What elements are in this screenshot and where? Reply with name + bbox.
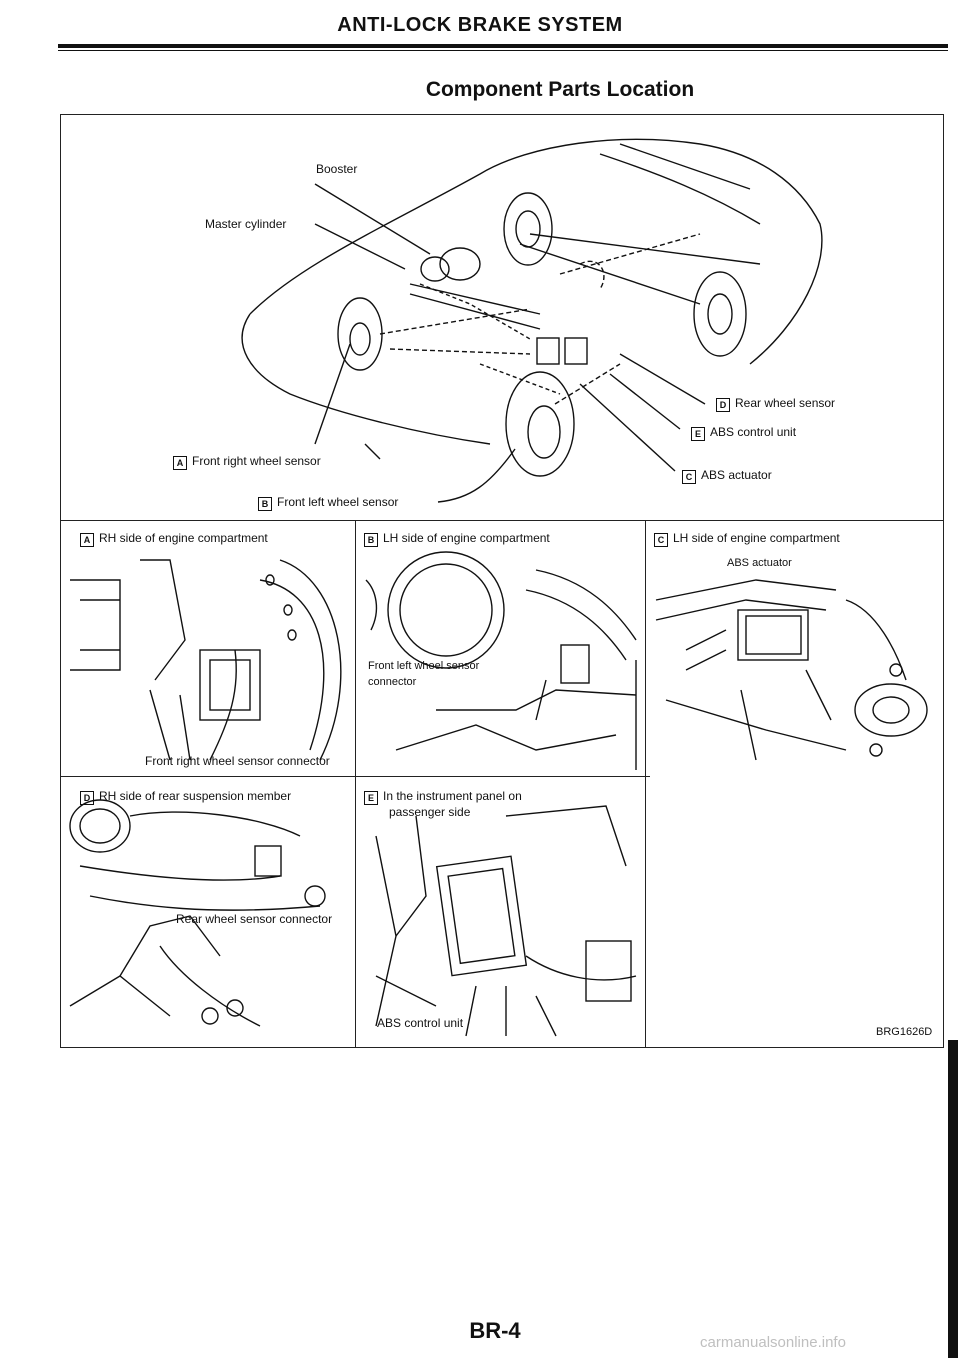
label-abs-actuator: C ABS actuator (682, 468, 772, 484)
label-text: ABS control unit (710, 425, 797, 439)
panel-a-illustration (70, 559, 342, 761)
header-rule-thin (58, 50, 948, 51)
panel-title-text: LH side of engine compartment (673, 531, 840, 545)
panel-title-text: In the instrument panel on (383, 789, 522, 803)
label-text: Front left wheel sensor (277, 495, 399, 509)
figure-divider-top (60, 520, 944, 521)
panel-b-illustration (365, 551, 637, 770)
panel-e-title-1: E In the instrument panel on (364, 789, 522, 805)
panel-title-text: RH side of rear suspension member (99, 789, 292, 803)
panel-a-callout: Front right wheel sensor connector (145, 754, 330, 768)
panel-e-title-2: passenger side (389, 805, 471, 819)
page-number: BR-4 (469, 1318, 521, 1343)
watermark: carmanualsonline.info (700, 1334, 846, 1351)
label-text: Rear wheel sensor (735, 396, 836, 410)
panel-title-text: RH side of engine compartment (99, 531, 268, 545)
panel-d-callout: Rear wheel sensor connector (176, 912, 333, 926)
figure-divider-right (645, 520, 646, 1048)
badge-b: B (258, 497, 272, 511)
badge-a: A (80, 533, 94, 547)
panel-a-title: A RH side of engine compartment (80, 531, 268, 547)
panel-c-title: C LH side of engine compartment (654, 531, 840, 547)
badge-c: C (682, 470, 696, 484)
panel-e-callout: ABS control unit (377, 1016, 464, 1030)
label-master-cylinder: Master cylinder (205, 217, 287, 231)
panel-e-illustration (375, 805, 637, 1037)
badge-e: E (691, 427, 705, 441)
vehicle-overview-illustration (241, 138, 823, 503)
label-front-left-wheel-sensor: B Front left wheel sensor (258, 495, 398, 511)
label-text: ABS actuator (701, 468, 772, 482)
label-abs-control-unit: E ABS control unit (691, 425, 796, 441)
badge-d: D (716, 398, 730, 412)
label-front-right-wheel-sensor: A Front right wheel sensor (173, 454, 321, 470)
label-booster: Booster (316, 162, 358, 176)
label-rear-wheel-sensor: D Rear wheel sensor (716, 396, 835, 412)
badge-a: A (173, 456, 187, 470)
figure-divider-left (355, 520, 356, 1048)
badge-b: B (364, 533, 378, 547)
panel-b-title: B LH side of engine compartment (364, 531, 550, 547)
figure-frame (60, 114, 944, 1048)
badge-c: C (654, 533, 668, 547)
panel-c-callout: ABS actuator (727, 557, 792, 569)
panel-b-callout-2: connector (368, 676, 417, 688)
scan-edge (948, 1040, 958, 1358)
label-text: Front right wheel sensor (192, 454, 321, 468)
panel-title-text: LH side of engine compartment (383, 531, 550, 545)
panel-c-illustration (655, 579, 928, 761)
page-title: ANTI-LOCK BRAKE SYSTEM (337, 14, 623, 36)
section-title: Component Parts Location (425, 78, 695, 101)
badge-e: E (364, 791, 378, 805)
panel-d-illustration (69, 799, 326, 1027)
figure-code: BRG1626D (876, 1026, 933, 1038)
header-rule (58, 44, 948, 48)
panel-b-callout-1: Front left wheel sensor (368, 660, 480, 672)
